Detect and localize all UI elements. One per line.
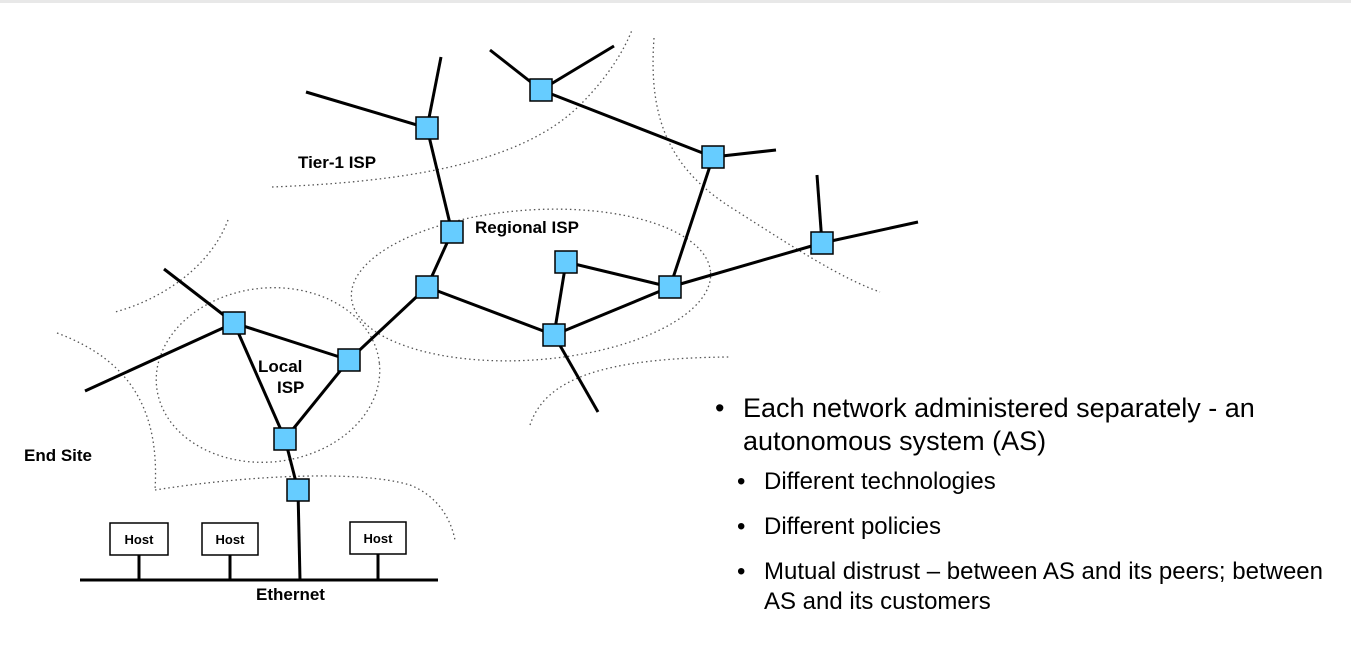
bullet-dot-icon: • [737,468,746,495]
main-bullet-text: Each network administered separately - a… [743,393,1255,456]
host-label: Host [364,531,394,546]
top-border [0,0,1351,3]
host-label: Host [125,532,155,547]
ethernet-label: Ethernet [256,585,325,604]
local-isp-boundary [155,287,381,463]
host-box: Host [349,521,407,555]
boundaries [56,29,881,541]
router-node [337,348,361,372]
regional-isp-boundary [350,208,712,362]
sub-bullet-text: Mutual distrust – between AS and its pee… [764,558,1323,615]
tier1-boundary-right [652,37,881,293]
endsite-boundary-top [114,219,229,313]
local-isp-label-line1: Local [258,357,302,376]
endsite-boundary-left [56,332,157,491]
local-isp-label-line2: ISP [277,378,304,397]
bullet-dot-icon: • [715,393,725,423]
sub-bullet-text: Different policies [764,513,941,540]
other-boundary [529,356,731,426]
router-node [701,145,725,169]
router-node [529,78,553,102]
main-bullet: • Each network administered separately -… [715,392,1335,458]
router-node [810,231,834,255]
router-node [658,275,682,299]
router-node [222,311,246,335]
endsite-boundary-bottom [154,475,456,541]
bullet-dot-icon: • [737,513,746,540]
tier1-isp-label: Tier-1 ISP [298,153,376,172]
sub-bullet-text: Different technologies [764,468,996,495]
sub-bullet-list: • Different technologies • Different pol… [715,467,1335,617]
sub-bullet: • Different technologies [715,467,1335,497]
routers [222,78,834,502]
links [80,44,919,582]
router-node [440,220,464,244]
router-node [273,427,297,451]
bullet-dot-icon: • [737,558,746,585]
host-box: Host [109,522,169,556]
host-label: Host [216,532,246,547]
host-box: Host [201,522,259,556]
sub-bullet: • Mutual distrust – between AS and its p… [715,557,1335,617]
end-site-label: End Site [24,446,92,465]
router-node [286,478,310,502]
sub-bullet: • Different policies [715,512,1335,542]
router-node [415,275,439,299]
router-node [542,323,566,347]
hosts: Host Host Host [109,521,407,556]
tier1-boundary-left [271,29,633,188]
router-node [415,116,439,140]
router-node [554,250,578,274]
regional-isp-label: Regional ISP [475,218,579,237]
bullet-list: • Each network administered separately -… [715,392,1335,632]
